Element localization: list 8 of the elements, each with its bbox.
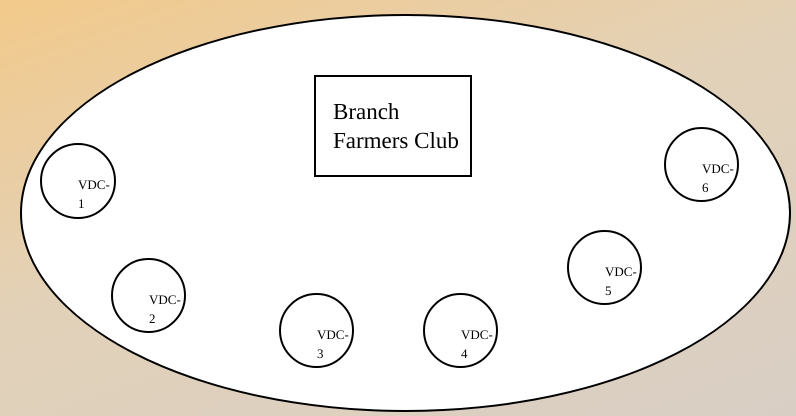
circle-label: VDC- 6 xyxy=(702,160,732,197)
club-box xyxy=(314,75,472,177)
box-label: Branch Farmers Club xyxy=(333,98,460,155)
circle-label: VDC- 4 xyxy=(461,326,491,363)
circle-label: VDC- 1 xyxy=(78,176,108,213)
circle-label: VDC- 2 xyxy=(149,291,179,328)
circle-label: VDC- 3 xyxy=(317,326,347,363)
circle-label: VDC- 5 xyxy=(605,263,635,300)
